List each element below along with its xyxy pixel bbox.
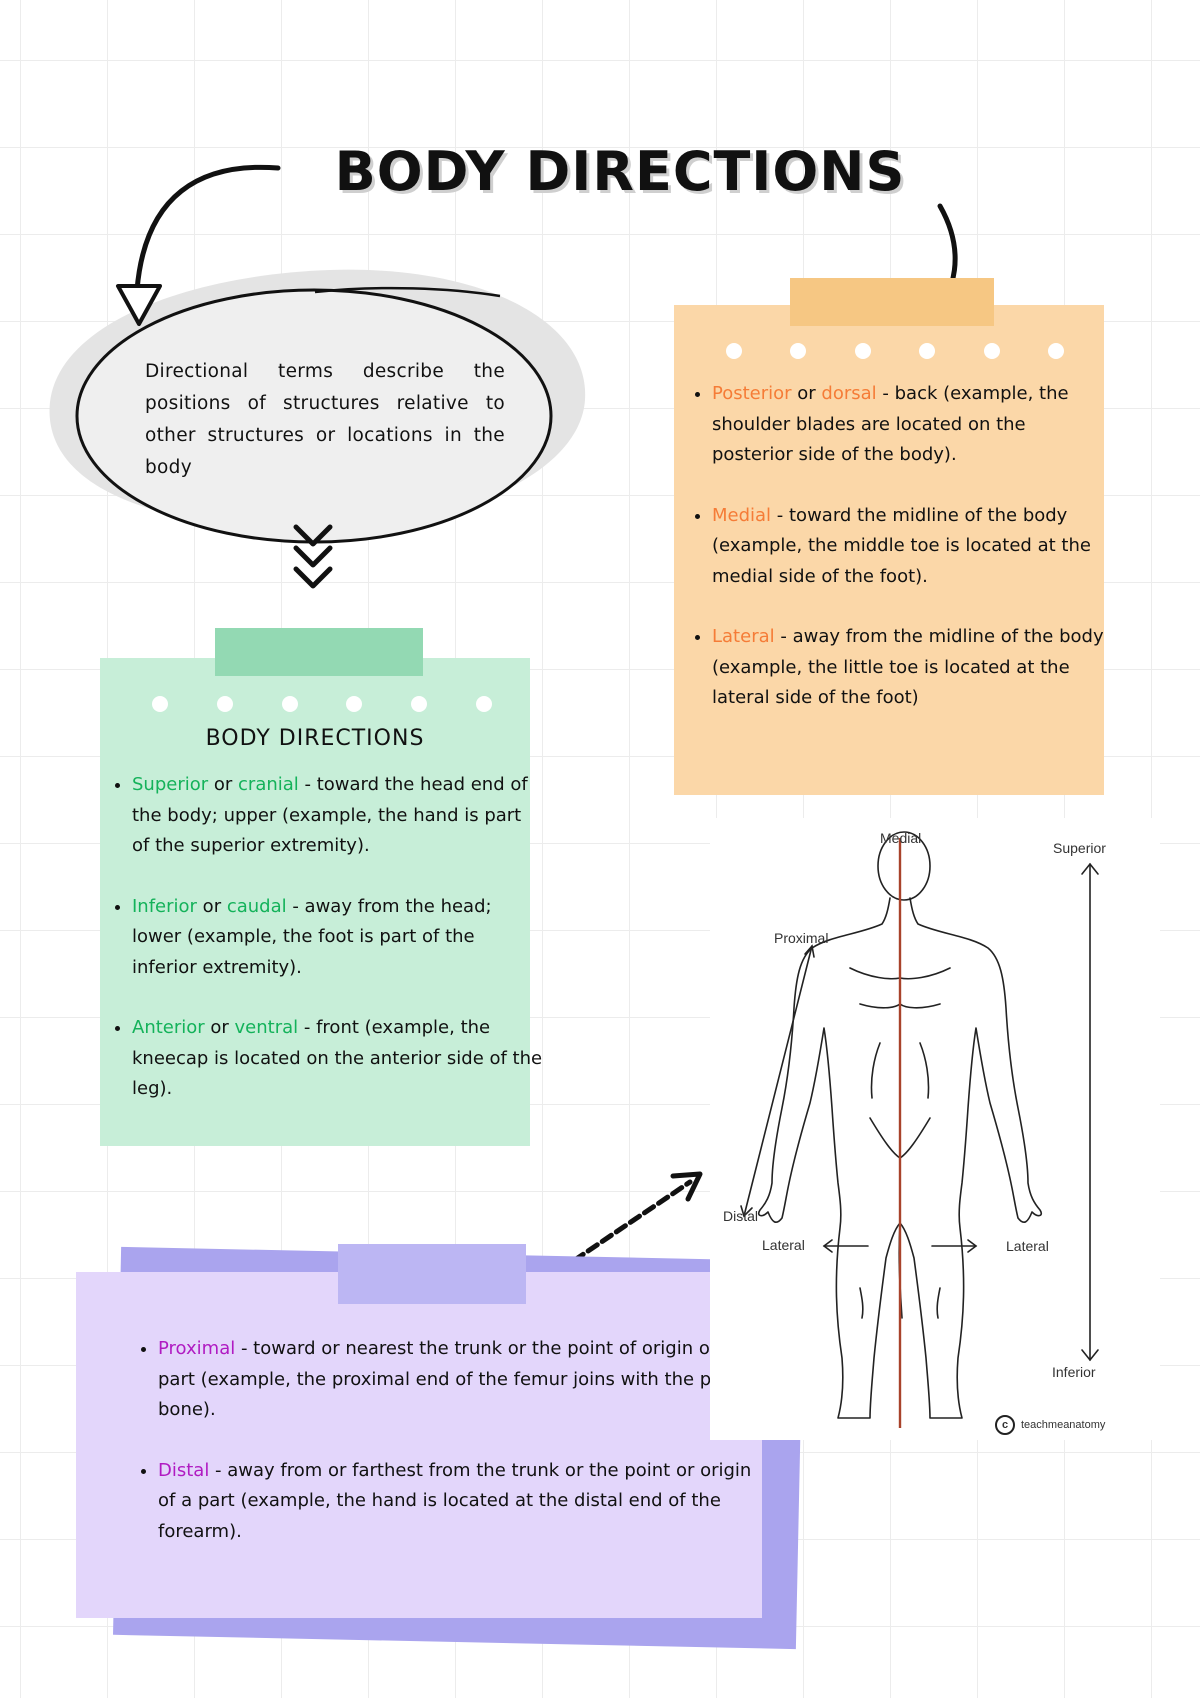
green-note-holes [152,696,492,712]
curved-arrow-left [134,164,281,293]
orange-note [674,305,1104,795]
label-superior: Superior [1053,840,1106,856]
list-item: Anterior or ventral - front (example, th… [132,1013,544,1105]
figure-credit: c teachmeanatomy [995,1415,1105,1435]
list-item: Inferior or caudal - away from the head;… [132,892,544,984]
orange-note-holes [726,343,1064,359]
proximal-distal-arrow [743,945,813,1217]
green-note-heading: BODY DIRECTIONS [205,726,425,751]
green-note [100,658,530,1146]
list-item: Proximal - toward or nearest the trunk o… [158,1334,758,1426]
green-note-list: Superior or cranial - toward the head en… [110,770,544,1135]
list-item: Superior or cranial - toward the head en… [132,770,544,862]
body-outline-illustration [740,831,1099,1428]
list-item: Medial - toward the midline of the body … [712,501,1110,593]
copyright-icon: c [995,1415,1015,1435]
purple-note-list: Proximal - toward or nearest the trunk o… [136,1334,758,1577]
credit-text: teachmeanatomy [1021,1419,1106,1431]
orange-note-list: Posterior or dorsal - back (example, the… [690,379,1110,744]
label-medial: Medial [880,830,922,846]
label-distal: Distal [723,1208,759,1224]
purple-note [76,1272,762,1618]
label-inferior: Inferior [1052,1364,1096,1380]
list-item: Distal - away from or farthest from the … [158,1456,758,1548]
anatomy-figure: Medial Superior Proximal Distal Lateral … [710,818,1160,1440]
orange-tape [790,278,994,326]
green-tape [215,628,423,676]
label-proximal: Proximal [774,930,829,946]
label-lateral-left: Lateral [762,1237,805,1253]
label-lateral-right: Lateral [1006,1238,1049,1254]
list-item: Posterior or dorsal - back (example, the… [712,379,1110,471]
list-item: Lateral - away from the midline of the b… [712,622,1110,714]
head-outline [877,831,931,901]
page-title: BODY DIRECTIONS [334,140,906,203]
intro-text: Directional terms describe the positions… [145,361,505,478]
purple-tape [338,1244,526,1304]
chevron-down-icon [293,524,333,589]
